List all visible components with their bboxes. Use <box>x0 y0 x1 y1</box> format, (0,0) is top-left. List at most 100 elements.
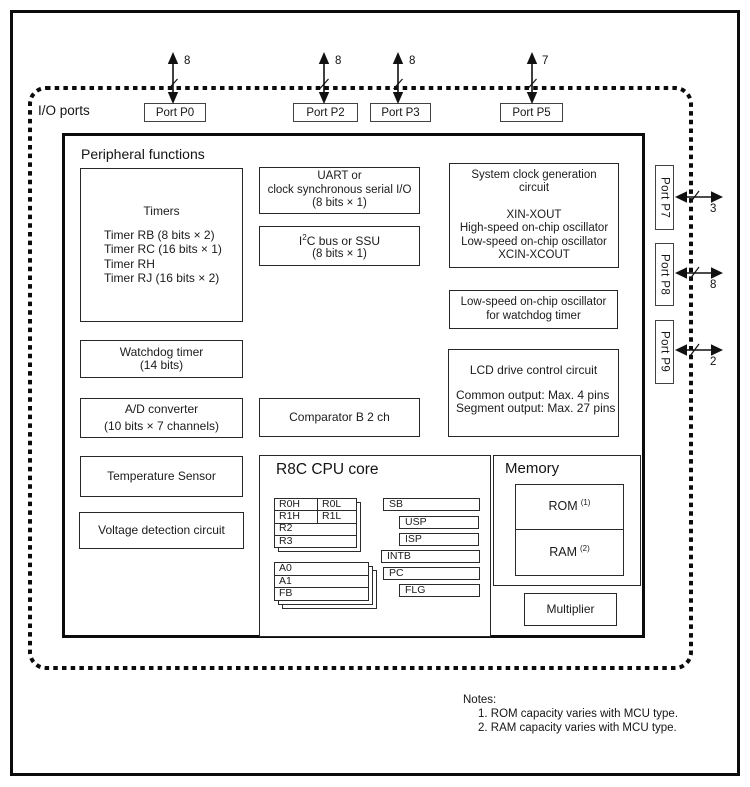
register-sb: SB <box>383 498 480 511</box>
port-p0-box: Port P0 <box>144 103 206 122</box>
port-p5-label: Port P5 <box>512 106 551 119</box>
voltage-detection-box: Voltage detection circuit <box>79 512 244 549</box>
temperature-label: Temperature Sensor <box>107 468 216 483</box>
adc-line2: (10 bits × 7 channels) <box>103 418 220 433</box>
ram-box: RAM (2) <box>516 530 623 575</box>
port-p3-box: Port P3 <box>370 103 431 122</box>
note-item-1: 1. ROM capacity varies with MCU type. <box>478 708 679 720</box>
i2c-line2: (8 bits × 1) <box>312 248 367 260</box>
register-row-a0: A0 <box>275 562 368 576</box>
port-p3-bus-arrow-icon <box>392 52 404 104</box>
port-p2-box: Port P2 <box>293 103 358 122</box>
port-p8-bus-arrow-icon <box>675 266 723 280</box>
port-p9-bus-arrow-icon <box>675 343 723 357</box>
adc-line1: A/D converter <box>124 402 199 416</box>
port-p7-bus-width: 3 <box>710 203 717 215</box>
watchdog-timer-box: Watchdog timer (14 bits) <box>80 340 243 378</box>
lcd-outputs: Common output: Max. 4 pins Segment outpu… <box>449 387 616 416</box>
note-item-2: 2. RAM capacity varies with MCU type. <box>478 722 677 734</box>
register-r2: R2 <box>279 522 293 535</box>
timers-title: Timers <box>143 204 180 218</box>
i2c-line1: I2C bus or SSU <box>298 232 381 248</box>
multiplier-box: Multiplier <box>524 593 617 626</box>
register-row-fb: FB <box>275 587 368 600</box>
rom-note-ref: (1) <box>580 498 591 508</box>
uart-line2: clock synchronous serial I/O <box>267 183 412 196</box>
memory-box: Memory ROM (1) RAM (2) <box>493 455 641 586</box>
register-r1h: R1H <box>275 510 318 523</box>
memory-title: Memory <box>505 460 560 477</box>
port-p9-label: Port P9 <box>658 331 671 373</box>
sysclock-line4: High-speed on-chip oscillator <box>459 222 609 234</box>
lowspeed-line2: for watchdog timer <box>486 309 581 322</box>
register-row-r0: R0H R0L <box>275 498 356 512</box>
notes-block: Notes: 1. ROM capacity varies with MCU t… <box>463 693 678 735</box>
sysclock-line3: XIN-XOUT <box>506 208 562 221</box>
register-row-r2: R2 <box>275 522 356 536</box>
register-a0: A0 <box>279 562 292 575</box>
register-isp: ISP <box>399 533 479 546</box>
port-p9-box: Port P9 <box>655 320 674 384</box>
port-p9-bus-width: 2 <box>710 356 717 368</box>
register-row-a1: A1 <box>275 574 368 589</box>
low-speed-osc-box: Low-speed on-chip oscillator for watchdo… <box>449 290 618 329</box>
port-p7-box: Port P7 <box>655 165 674 230</box>
register-row-r1: R1H R1L <box>275 510 356 524</box>
comparator-box: Comparator B 2 ch <box>259 398 420 437</box>
io-ports-label: I/O ports <box>38 103 90 118</box>
uart-box: UART or clock synchronous serial I/O (8 … <box>259 167 420 214</box>
addr-register-stack: A0 A1 FB <box>274 562 378 610</box>
lcd-line2: Segment output: Max. 27 pins <box>456 401 616 415</box>
notes-title: Notes: <box>463 694 497 706</box>
port-p8-label: Port P8 <box>658 253 671 296</box>
outer-frame <box>10 10 740 776</box>
register-usp: USP <box>399 516 479 529</box>
port-p8-bus-width: 8 <box>710 279 717 291</box>
port-p7-label: Port P7 <box>658 176 671 219</box>
timers-box: Timers Timer RB (8 bits × 2) Timer RC (1… <box>80 168 243 322</box>
timer-item: Timer RC (16 bits × 1) <box>104 242 222 256</box>
timer-item: Timer RH <box>104 256 155 271</box>
register-row-r3: R3 <box>275 535 356 547</box>
timer-item: Timer RB (8 bits × 2) <box>104 227 215 242</box>
sysclock-line2: circuit <box>518 182 550 194</box>
register-pc: PC <box>383 567 480 580</box>
port-p2-bus-arrow-icon <box>318 52 330 104</box>
lcd-title: LCD drive control circuit <box>469 363 598 377</box>
port-p5-bus-arrow-icon <box>526 52 538 104</box>
watchdog-line1: Watchdog timer <box>119 344 204 359</box>
timer-item: Timer RJ (16 bits × 2) <box>104 271 220 285</box>
comparator-label: Comparator B 2 ch <box>289 409 390 424</box>
watchdog-line2: (14 bits) <box>139 358 184 372</box>
sysclock-line5: Low-speed on-chip oscillator <box>461 235 607 248</box>
multiplier-label: Multiplier <box>546 601 595 616</box>
rom-label: ROM <box>548 499 578 514</box>
cpu-core-title: R8C CPU core <box>276 461 379 478</box>
system-clock-box: System clock generation circuit XIN-XOUT… <box>449 163 619 268</box>
gp-register-stack: R0H R0L R1H R1L R2 R3 <box>274 498 362 553</box>
rom-box: ROM (1) <box>516 485 623 530</box>
port-p0-bus-width: 8 <box>184 55 191 67</box>
lcd-line1: Common output: Max. 4 pins <box>456 387 610 402</box>
port-p8-box: Port P8 <box>655 243 674 306</box>
uart-line1: UART or <box>317 170 362 183</box>
port-p0-label: Port P0 <box>155 106 195 119</box>
register-a1: A1 <box>279 574 292 587</box>
cpu-core-box: R8C CPU core R0H R0L R1H R1L R2 R3 <box>259 455 491 637</box>
uart-line3: (8 bits × 1) <box>312 197 367 210</box>
register-r1l: R1L <box>322 510 342 523</box>
rom-ram-stack: ROM (1) RAM (2) <box>515 484 624 576</box>
register-flg: FLG <box>399 584 480 597</box>
register-fb: FB <box>279 587 293 600</box>
register-r0h: R0H <box>275 498 318 511</box>
timers-list: Timer RB (8 bits × 2) Timer RC (16 bits … <box>81 228 222 286</box>
temperature-sensor-box: Temperature Sensor <box>80 456 243 497</box>
port-p3-label: Port P3 <box>381 106 420 119</box>
port-p0-bus-arrow-icon <box>167 52 179 104</box>
voltage-label: Voltage detection circuit <box>98 522 225 537</box>
lcd-drive-box: LCD drive control circuit Common output:… <box>448 349 619 437</box>
register-intb: INTB <box>381 550 480 563</box>
adc-box: A/D converter (10 bits × 7 channels) <box>80 398 243 438</box>
